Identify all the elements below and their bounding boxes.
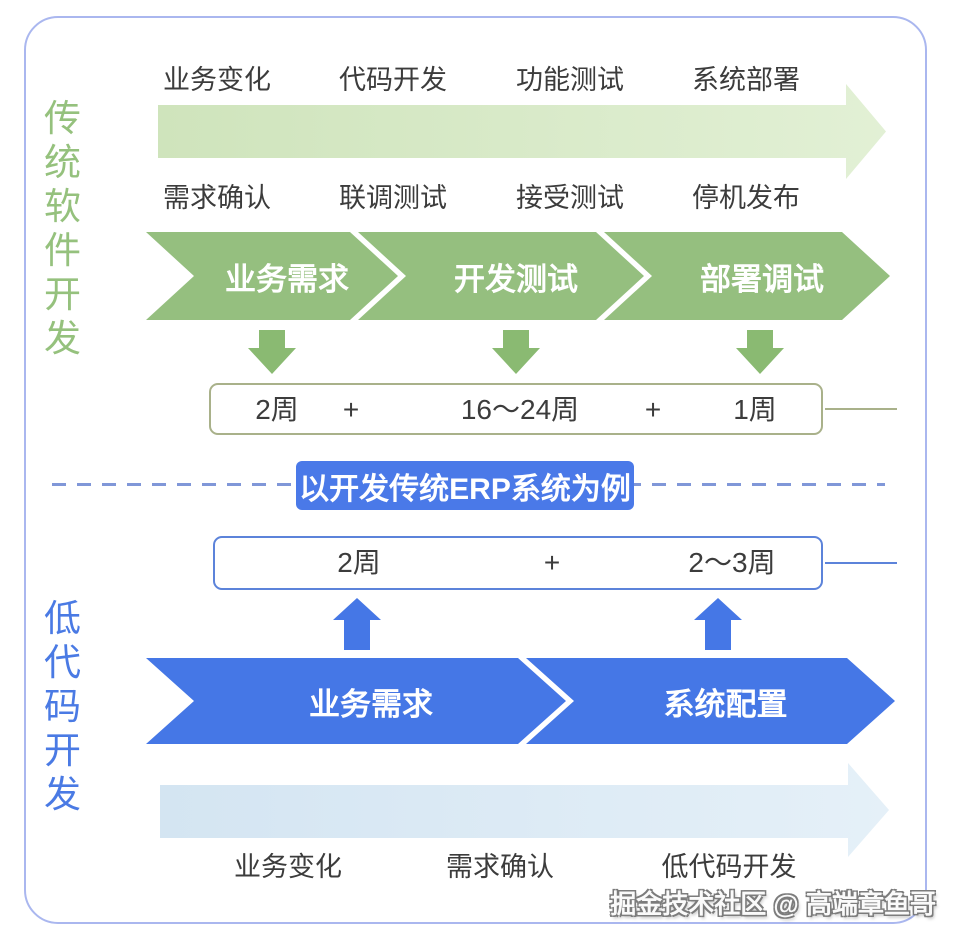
trad-top-label-4: 系统部署 [692, 65, 800, 95]
lowcode-duration-box: 2周 + 2～3周 [213, 536, 823, 590]
trad-duration-2: 16～24周 [460, 394, 580, 425]
trad-phase-chevron-2: 开发测试 [358, 232, 644, 320]
lowcode-bottom-label-1: 业务变化 [234, 852, 342, 882]
up-arrow-icon [333, 598, 381, 650]
trad-mid-label-2: 联调测试 [339, 183, 447, 213]
down-arrow-icon [248, 330, 296, 374]
panel-frame [24, 16, 927, 924]
trad-duration-box: 2周 + 16～24周 + 1周 [209, 383, 823, 435]
lowcode-bottom-label-2: 需求确认 [446, 852, 554, 882]
lowcode-box-connector-line [825, 562, 897, 564]
plus-sign: + [543, 547, 561, 578]
trad-mid-label-4: 停机发布 [692, 183, 800, 213]
lowcode-bottom-label-3: 低代码开发 [661, 852, 797, 882]
example-badge: 以开发传统ERP系统为例 [296, 461, 634, 510]
trad-box-connector-line [825, 408, 897, 410]
trad-top-label-1: 业务变化 [163, 65, 271, 95]
trad-mid-label-3: 接受测试 [516, 183, 624, 213]
plus-sign: + [342, 394, 360, 425]
down-arrow-icon [736, 330, 784, 374]
down-arrow-icon [492, 330, 540, 374]
lowcode-duration-1: 2周 [337, 547, 381, 578]
lowcode-timeline-arrow-icon [160, 763, 889, 857]
section-title-traditional: 传统软件开发 [44, 98, 81, 359]
traditional-timeline-arrow-icon [158, 84, 886, 179]
lowcode-duration-2: 2～3周 [688, 547, 776, 578]
lowcode-phase-chevron-1: 业务需求 [146, 658, 566, 744]
trad-top-label-2: 代码开发 [339, 65, 447, 95]
up-arrow-icon [694, 598, 742, 650]
plus-sign: + [644, 394, 662, 425]
section-title-lowcode: 低代码开发 [44, 598, 81, 815]
trad-phase-chevron-3: 部署调试 [604, 232, 890, 320]
trad-top-label-3: 功能测试 [516, 65, 624, 95]
trad-duration-1: 2周 [255, 394, 299, 425]
watermark-text: 掘金技术社区 @ 高端章鱼哥 [610, 889, 936, 919]
trad-mid-label-1: 需求确认 [163, 183, 271, 213]
trad-duration-3: 1周 [733, 394, 777, 425]
lowcode-phase-chevron-2: 系统配置 [526, 658, 895, 744]
